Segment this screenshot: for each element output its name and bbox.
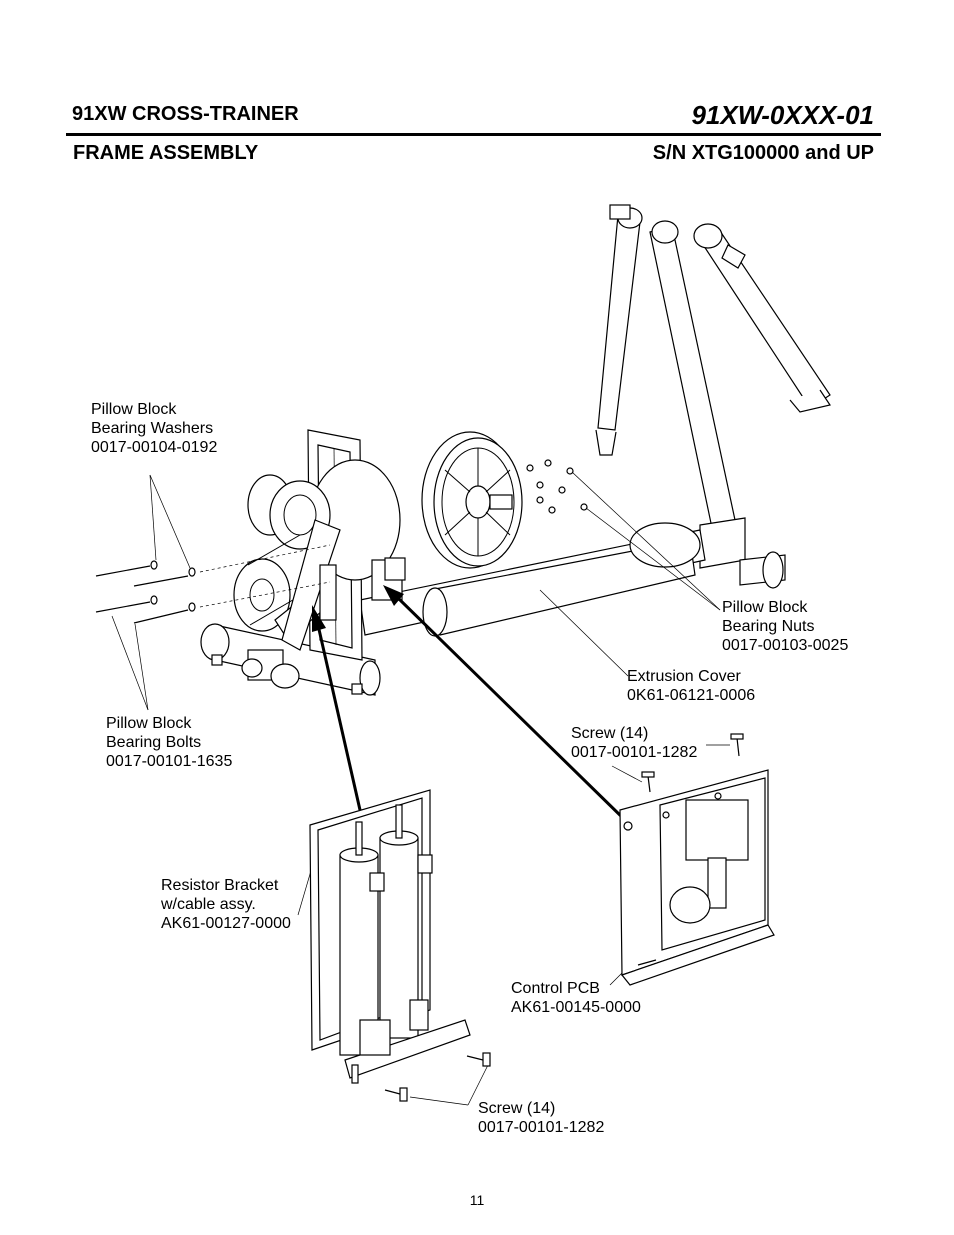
callout-extrusion-cover: Extrusion Cover 0K61-06121-0006 [627, 668, 756, 704]
control-pcb [619, 769, 775, 986]
callout-pillow-block-nuts: Pillow Block Bearing Nuts 0017-00103-002… [722, 599, 849, 654]
main-rail [359, 522, 706, 637]
screws [384, 733, 744, 1102]
callout-screw-upper: Screw (14) 0017-00101-1282 [571, 725, 698, 761]
page-number: 11 [469, 1192, 485, 1208]
serial-range: S/N XTG100000 and UP [652, 142, 874, 164]
flywheel [421, 431, 523, 569]
header-rule [66, 133, 881, 136]
pillow-block-nuts [526, 459, 588, 514]
alternator-pulley [233, 459, 406, 651]
pillow-block-bolts [95, 544, 331, 624]
front-base [200, 623, 381, 696]
resistor-bracket [309, 789, 471, 1084]
assembly-arrows [312, 585, 627, 822]
document-part-code: 91XW-0XXX-01 [691, 100, 874, 130]
callout-pillow-block-bolts: Pillow Block Bearing Bolts 0017-00101-16… [106, 715, 233, 770]
callout-control-pcb: Control PCB AK61-00145-0000 [511, 980, 641, 1016]
document-model-title: 91XW CROSS-TRAINER [72, 103, 299, 125]
callout-screw-lower: Screw (14) 0017-00101-1282 [478, 1100, 605, 1136]
callout-resistor-bracket: Resistor Bracket w/cable assy. AK61-0012… [161, 877, 291, 932]
section-title: FRAME ASSEMBLY [73, 142, 259, 164]
callout-pillow-block-washers: Pillow Block Bearing Washers 0017-00104-… [91, 401, 218, 456]
rear-frame-post [699, 517, 786, 589]
upper-arm-assembly [595, 204, 831, 529]
